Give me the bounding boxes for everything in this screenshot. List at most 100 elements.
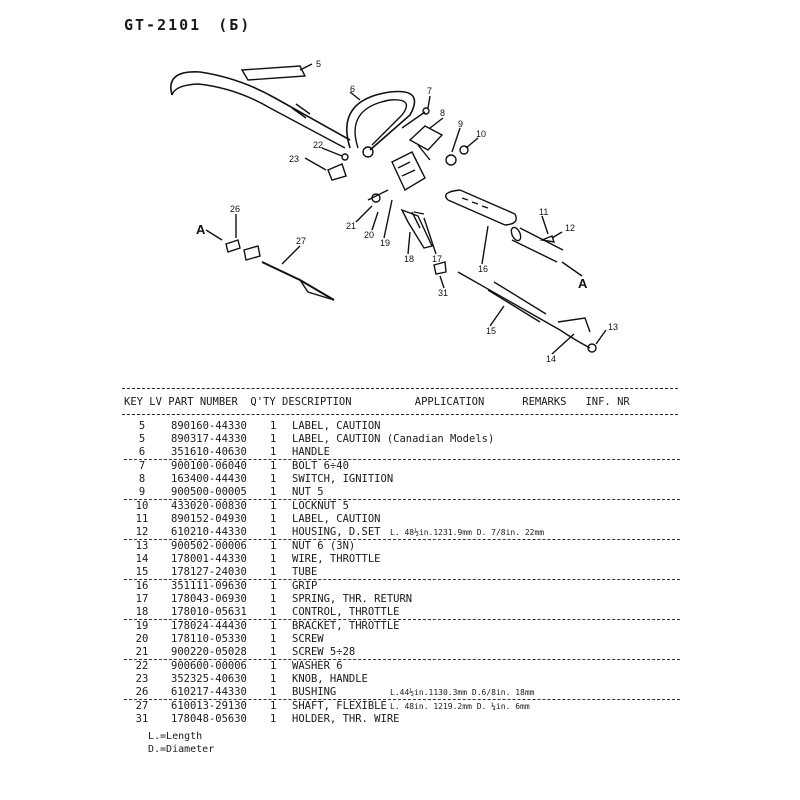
qty-cell: 1 — [270, 713, 277, 725]
callout-6: 6 — [350, 84, 355, 94]
description-cell: SCREW 5÷28 — [292, 646, 356, 658]
housing-tube-part — [510, 226, 564, 263]
qty-cell: 1 — [270, 526, 277, 538]
callout-21: 21 — [346, 221, 356, 231]
part-number-cell: 178110-05330 — [171, 633, 247, 645]
part-number-cell: 900220-05028 — [171, 646, 247, 658]
description-cell: BOLT 6÷40 — [292, 460, 349, 472]
qty-cell: 1 — [270, 500, 277, 512]
qty-cell: 1 — [270, 446, 277, 458]
callout-9: 9 — [458, 119, 463, 129]
key-cell: 11 — [135, 513, 149, 525]
key-cell: 27 — [135, 700, 149, 712]
legend-length: L.=Length — [148, 731, 203, 742]
key-cell: 8 — [138, 473, 146, 485]
description-cell: SPRING, THR. RETURN — [292, 593, 413, 605]
document-title: GT-2101 (Б) — [124, 16, 252, 34]
callout-22: 22 — [313, 140, 323, 150]
description-cell: GRIP — [292, 580, 318, 592]
part-number-cell: 178024-44430 — [171, 620, 247, 632]
qty-cell: 1 — [270, 593, 277, 605]
qty-cell: 1 — [270, 553, 277, 565]
callout-8: 8 — [440, 108, 445, 118]
part-number-cell: 610217-44330 — [171, 686, 247, 698]
description-cell: BRACKET, THROTTLE — [292, 620, 400, 632]
callout-26: 26 — [230, 204, 240, 214]
part-number-cell: 433020-00830 — [171, 500, 247, 512]
handle-bar-part — [170, 71, 351, 141]
legend-diameter: D.=Diameter — [148, 744, 215, 755]
part-number-cell: 351610-40630 — [171, 446, 247, 458]
qty-cell: 1 — [270, 620, 277, 632]
callout-27: 27 — [296, 236, 306, 246]
qty-cell: 1 — [270, 420, 277, 432]
dimension-note-cell: L. 48½in.1231.9mm D. 7/8in. 22mm — [390, 528, 545, 537]
table-header-rule — [122, 414, 678, 415]
description-cell: KNOB, HANDLE — [292, 673, 368, 685]
key-cell: 16 — [135, 580, 149, 592]
part-number-cell: 890160-44330 — [171, 420, 247, 432]
part-number-cell: 163400-44430 — [171, 473, 247, 485]
callout-16: 16 — [478, 264, 488, 274]
qty-cell: 1 — [270, 540, 277, 552]
key-cell: 15 — [135, 566, 149, 578]
key-cell: 13 — [135, 540, 149, 552]
part-number-cell: 178010-05631 — [171, 606, 247, 618]
qty-cell: 1 — [270, 646, 277, 658]
callout-15: 15 — [486, 326, 496, 336]
part-number-cell: 900500-00005 — [171, 486, 247, 498]
key-cell: 5 — [138, 420, 146, 432]
callout-10: 10 — [476, 129, 486, 139]
description-cell: CONTROL, THROTTLE — [292, 606, 400, 618]
description-cell: NUT 6 (3N) — [292, 540, 356, 552]
part-number-cell: 178043-06930 — [171, 593, 247, 605]
description-cell: LOCKNUT 5 — [292, 500, 349, 512]
table-row: 5 890160-44330 1 LABEL, CAUTION — [124, 420, 680, 433]
description-cell: WASHER 6 — [292, 660, 343, 672]
key-cell: 19 — [135, 620, 149, 632]
qty-cell: 1 — [270, 580, 277, 592]
key-cell: 23 — [135, 673, 149, 685]
callout-31: 31 — [438, 288, 448, 298]
callout-14: 14 — [546, 354, 556, 364]
description-cell: LABEL, CAUTION — [292, 420, 381, 432]
callout-11: 11 — [539, 207, 548, 217]
caution-label-part — [240, 65, 307, 81]
key-cell: 20 — [135, 633, 149, 645]
part-number-cell: 900600-00006 — [171, 660, 247, 672]
qty-cell: 1 — [270, 633, 277, 645]
description-cell: HOUSING, D.SET — [292, 526, 381, 538]
key-cell: 17 — [135, 593, 149, 605]
grip-part — [445, 189, 517, 226]
qty-cell: 1 — [270, 460, 277, 472]
part-number-cell: 178048-05630 — [171, 713, 247, 725]
qty-cell: 1 — [270, 473, 277, 485]
part-number-cell: 610013-29130 — [171, 700, 247, 712]
callout-12: 12 — [565, 223, 575, 233]
part-number-cell: 352325-40630 — [171, 673, 247, 685]
ignition-switch-part — [408, 125, 444, 151]
key-cell: 31 — [135, 713, 149, 725]
key-cell: 14 — [135, 553, 149, 565]
part-number-cell: 351111-09630 — [171, 580, 247, 592]
qty-cell: 1 — [270, 566, 277, 578]
callout-19: 19 — [380, 238, 390, 248]
qty-cell: 1 — [270, 433, 277, 445]
callout-7: 7 — [427, 86, 432, 96]
table-top-rule — [122, 388, 678, 389]
key-cell: 7 — [138, 460, 146, 472]
description-cell: SCREW — [292, 633, 324, 645]
qty-cell: 1 — [270, 513, 277, 525]
description-cell: NUT 5 — [292, 486, 324, 498]
